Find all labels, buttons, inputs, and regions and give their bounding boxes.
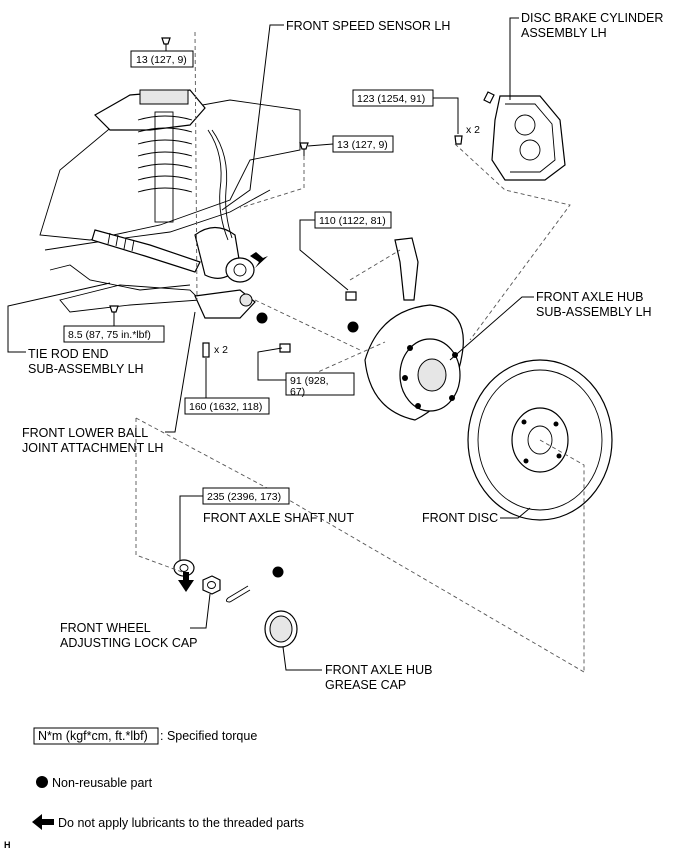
torque-box-tie-rod-nut-2: 91 (928, 67) — [257, 347, 355, 398]
svg-text:Do not apply lubricants to the: Do not apply lubricants to the threaded … — [58, 816, 304, 830]
svg-text:ASSEMBLY LH: ASSEMBLY LH — [521, 26, 607, 40]
svg-text:GREASE CAP: GREASE CAP — [325, 678, 406, 692]
svg-text:160 (1632, 118): 160 (1632, 118) — [189, 401, 262, 413]
label-grease-cap: FRONT AXLE HUB GREASE CAP — [282, 646, 432, 692]
label-front-disc: FRONT DISC — [422, 507, 531, 525]
svg-text:67): 67) — [290, 386, 305, 398]
svg-text:FRONT AXLE HUB: FRONT AXLE HUB — [536, 290, 643, 304]
multiplier-ball-joint: x 2 — [214, 344, 228, 356]
svg-text:: Specified torque: : Specified torque — [160, 729, 257, 743]
svg-text:91 (928,: 91 (928, — [290, 375, 329, 387]
svg-text:DISC BRAKE CYLINDER: DISC BRAKE CYLINDER — [521, 11, 663, 25]
svg-text:Non-reusable part: Non-reusable part — [52, 776, 153, 790]
label-front-axle-hub: FRONT AXLE HUB SUB-ASSEMBLY LH — [449, 290, 652, 361]
svg-text:SUB-ASSEMBLY LH: SUB-ASSEMBLY LH — [28, 362, 144, 376]
svg-text:123 (1254, 91): 123 (1254, 91) — [357, 93, 425, 105]
svg-text:N*m (kgf*cm, ft.*lbf): N*m (kgf*cm, ft.*lbf) — [38, 729, 148, 743]
svg-text:FRONT WHEEL: FRONT WHEEL — [60, 621, 151, 635]
disc-brake-cylinder-illustration — [454, 91, 566, 181]
svg-text:13 (127, 9): 13 (127, 9) — [136, 54, 187, 66]
label-wheel-lock-cap: FRONT WHEEL ADJUSTING LOCK CAP — [60, 593, 211, 650]
svg-text:8.5 (87, 75 in.*lbf): 8.5 (87, 75 in.*lbf) — [68, 329, 151, 341]
legend: N*m (kgf*cm, ft.*lbf) : Specified torque… — [32, 727, 304, 830]
legend-torque: N*m (kgf*cm, ft.*lbf) : Specified torque — [33, 727, 257, 745]
svg-text:JOINT ATTACHMENT LH: JOINT ATTACHMENT LH — [22, 441, 163, 455]
label-front-speed-sensor: FRONT SPEED SENSOR LH — [221, 19, 450, 211]
multiplier-caliper: x 2 — [466, 124, 480, 136]
non-reusable-marker — [272, 566, 284, 578]
svg-text:ADJUSTING LOCK CAP: ADJUSTING LOCK CAP — [60, 636, 198, 650]
label-lower-ball-joint: FRONT LOWER BALL JOINT ATTACHMENT LH — [22, 311, 196, 455]
label-tie-rod-end: TIE ROD END SUB-ASSEMBLY LH — [7, 282, 144, 376]
svg-text:TIE ROD END: TIE ROD END — [28, 347, 109, 361]
figure-code: H — [4, 840, 11, 850]
label-disc-brake-cylinder: DISC BRAKE CYLINDER ASSEMBLY LH — [509, 11, 663, 100]
axle-shaft-nut-illustration — [173, 559, 195, 592]
grease-cap-illustration — [264, 610, 298, 648]
cotter-pin-illustration — [225, 585, 251, 603]
torque-box-ball-joint: 160 (1632, 118) x 2 — [184, 344, 270, 415]
front-axle-hub-illustration — [279, 237, 464, 421]
torque-box-axle-shaft-nut: 235 (2396, 173) — [179, 487, 290, 560]
non-reusable-marker — [347, 321, 359, 333]
svg-text:13 (127, 9): 13 (127, 9) — [337, 139, 388, 151]
arrow-icon — [32, 814, 54, 830]
svg-text:SUB-ASSEMBLY LH: SUB-ASSEMBLY LH — [536, 305, 652, 319]
torque-box-caliper: 123 (1254, 91) x 2 — [352, 89, 480, 136]
label-front-axle-shaft-nut: FRONT AXLE SHAFT NUT — [203, 511, 354, 525]
svg-text:FRONT LOWER BALL: FRONT LOWER BALL — [22, 426, 148, 440]
svg-text:FRONT AXLE SHAFT NUT: FRONT AXLE SHAFT NUT — [203, 511, 354, 525]
torque-box-speed-sensor-top: 13 (127, 9) — [130, 50, 194, 68]
torque-box-tie-rod: 8.5 (87, 75 in.*lbf) — [63, 312, 165, 343]
non-reusable-marker — [256, 312, 268, 324]
svg-text:FRONT AXLE HUB: FRONT AXLE HUB — [325, 663, 432, 677]
svg-text:110 (1122, 81): 110 (1122, 81) — [319, 215, 386, 227]
legend-non-reusable: Non-reusable part — [36, 776, 153, 790]
svg-text:FRONT SPEED SENSOR LH: FRONT SPEED SENSOR LH — [286, 19, 450, 33]
svg-text:FRONT DISC: FRONT DISC — [422, 511, 498, 525]
suspension-assembly-illustration — [39, 37, 309, 358]
svg-text:235 (2396, 173): 235 (2396, 173) — [207, 491, 281, 503]
torque-box-knuckle: 110 (1122, 81) — [299, 211, 392, 291]
torque-box-speed-sensor-mid: 13 (127, 9) — [307, 135, 394, 153]
legend-no-lubricant: Do not apply lubricants to the threaded … — [32, 814, 304, 830]
wheel-adjusting-lock-cap-illustration — [202, 575, 221, 595]
non-reusable-icon — [36, 776, 48, 788]
